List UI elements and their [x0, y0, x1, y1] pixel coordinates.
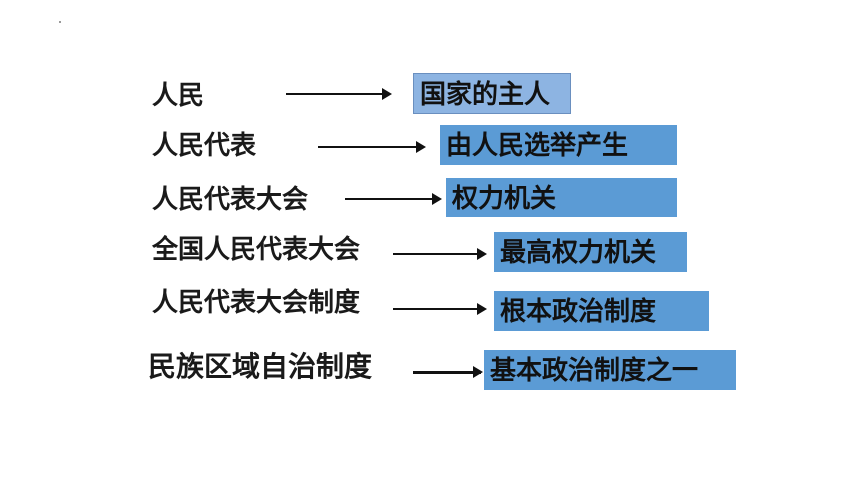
term-peoples-congress: 人民代表大会 [152, 185, 309, 215]
arrow-icon [318, 141, 426, 153]
result-box-one-of-basic-political-systems: 基本政治制度之一 [484, 350, 736, 390]
result-box-highest-organ-of-power: 最高权力机关 [494, 232, 687, 272]
result-box-fundamental-political-system: 根本政治制度 [494, 291, 709, 331]
arrow-icon [393, 248, 487, 260]
result-box-elected-by-people: 由人民选举产生 [440, 125, 677, 165]
arrow-icon [345, 193, 442, 205]
result-box-organ-of-power: 权力机关 [446, 178, 677, 217]
arrow-icon [286, 88, 392, 100]
arrow-icon [413, 366, 483, 378]
result-box-masters-of-country: 国家的主人 [413, 73, 571, 114]
decorative-dot [59, 21, 61, 23]
term-regional-ethnic-autonomy-system: 民族区域自治制度 [148, 350, 373, 383]
term-people: 人民 [152, 81, 205, 111]
arrow-icon [393, 303, 487, 315]
term-peoples-representatives: 人民代表 [152, 131, 257, 161]
term-national-peoples-congress: 全国人民代表大会 [152, 235, 361, 265]
term-peoples-congress-system: 人民代表大会制度 [152, 288, 361, 318]
